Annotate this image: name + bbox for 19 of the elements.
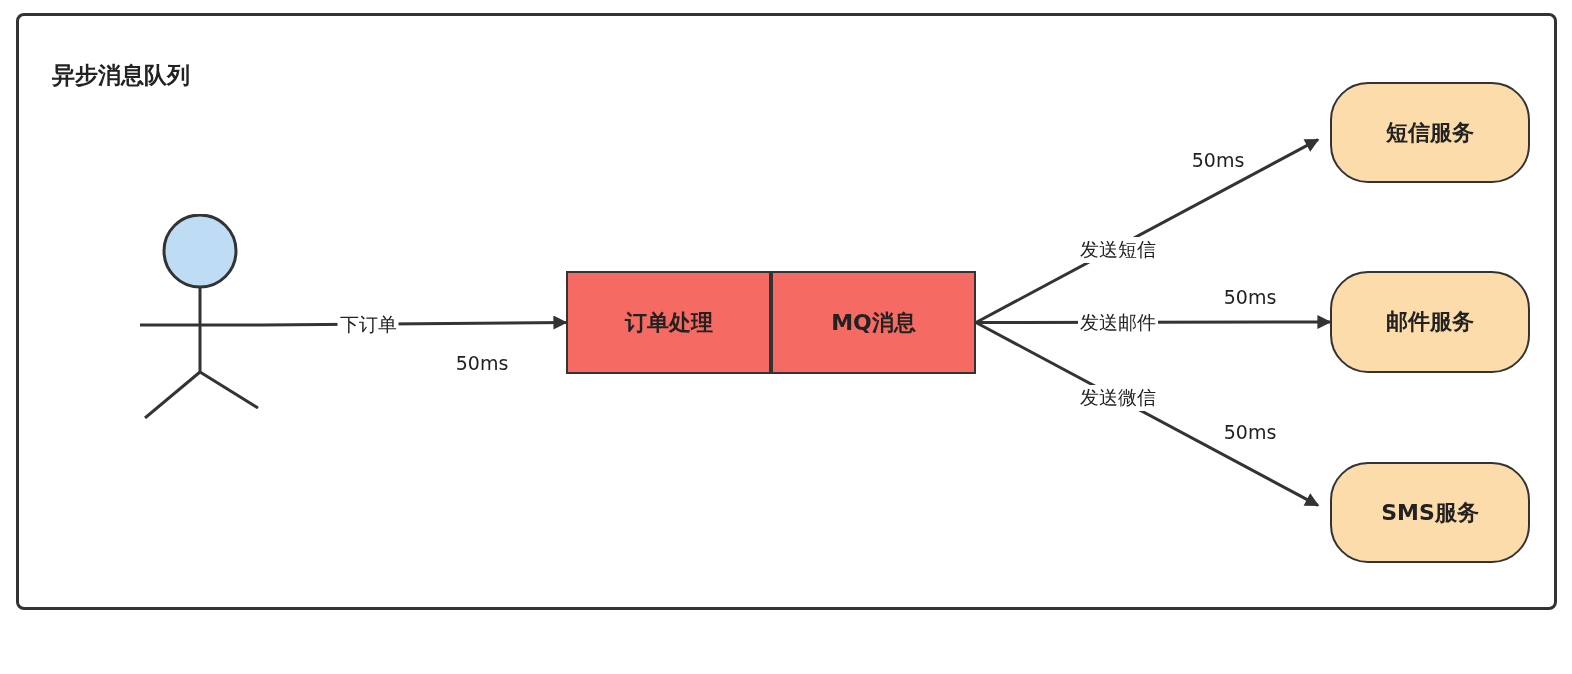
node-label: 订单处理 — [624, 308, 713, 337]
person-figure — [140, 214, 262, 419]
node-label: 邮件服务 — [1386, 308, 1474, 336]
service-box — [1330, 82, 1530, 183]
node-label: SMS服务 — [1381, 498, 1479, 527]
frame-panel — [16, 13, 1557, 610]
duration-label: 50ms — [1223, 286, 1277, 308]
process-box — [566, 271, 771, 374]
node-label: MQ消息 — [831, 308, 916, 337]
edge-label: 发送微信 — [1078, 385, 1158, 411]
duration-label: 50ms — [1223, 421, 1277, 443]
duration-label: 50ms — [455, 352, 509, 374]
edge-label: 发送短信 — [1078, 237, 1158, 263]
duration-label: 50ms — [1191, 149, 1245, 171]
service-box — [1330, 462, 1530, 563]
service-box — [1330, 271, 1530, 373]
process-box — [771, 271, 976, 374]
diagram-heading: 异步消息队列 — [52, 61, 190, 90]
node-label: 短信服务 — [1386, 118, 1474, 147]
